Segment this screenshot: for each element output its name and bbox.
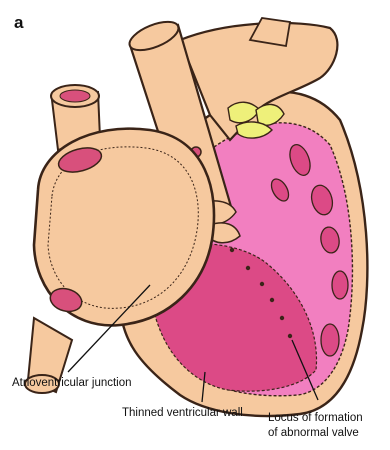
vessel-lumen (60, 90, 90, 102)
panel-letter: a (14, 13, 24, 32)
label-locus-line1: Locus of formation (268, 412, 363, 424)
label-locus-line2: of abnormal valve (268, 427, 359, 439)
label-atrioventricular-junction: Atrioventricular junction (12, 377, 132, 389)
label-thinned-ventricular-wall: Thinned ventricular wall (122, 407, 243, 419)
